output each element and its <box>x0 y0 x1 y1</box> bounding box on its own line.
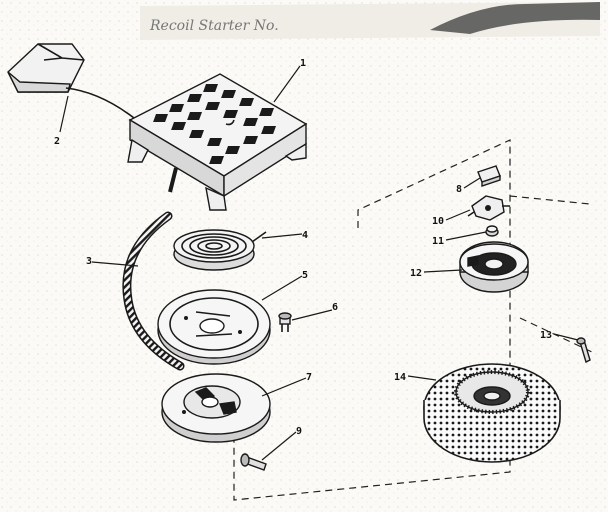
callout-5: 5 <box>302 270 308 281</box>
callout-leaders <box>59 65 579 461</box>
recoil-spring <box>173 229 267 271</box>
callout-labels: 1 2 3 4 5 6 7 9 8 10 11 12 13 14 <box>54 58 552 437</box>
housing-vent-grid <box>153 84 276 164</box>
starter-housing <box>127 73 308 211</box>
callout-14: 14 <box>394 372 406 383</box>
callout-7: 7 <box>306 372 312 383</box>
callout-6: 6 <box>332 302 338 313</box>
callout-10: 10 <box>432 216 444 227</box>
clip-8 <box>477 165 501 187</box>
starter-cup-12 <box>459 241 529 293</box>
header-text: Recoil Starter No. <box>149 18 279 34</box>
callout-1: 1 <box>300 58 306 69</box>
callout-12: 12 <box>410 268 422 279</box>
callout-9: 9 <box>296 426 302 437</box>
bolt-13 <box>576 337 591 363</box>
screw-6 <box>278 312 292 332</box>
callout-2: 2 <box>54 136 60 147</box>
starter-handle <box>7 43 135 119</box>
callout-4: 4 <box>302 230 308 241</box>
screw-9 <box>240 453 267 471</box>
callout-11: 11 <box>432 236 444 247</box>
flywheel-screen-14 <box>423 363 561 463</box>
ratchet-plate <box>161 373 271 443</box>
starter-rope <box>122 211 185 371</box>
nut-11 <box>485 225 499 237</box>
pawl-hub-10 <box>467 195 510 221</box>
callout-8: 8 <box>456 184 462 195</box>
callout-13: 13 <box>540 330 552 341</box>
pulley-plate <box>157 289 271 365</box>
callout-3: 3 <box>86 256 92 267</box>
header-band: Recoil Starter No. <box>140 2 600 40</box>
